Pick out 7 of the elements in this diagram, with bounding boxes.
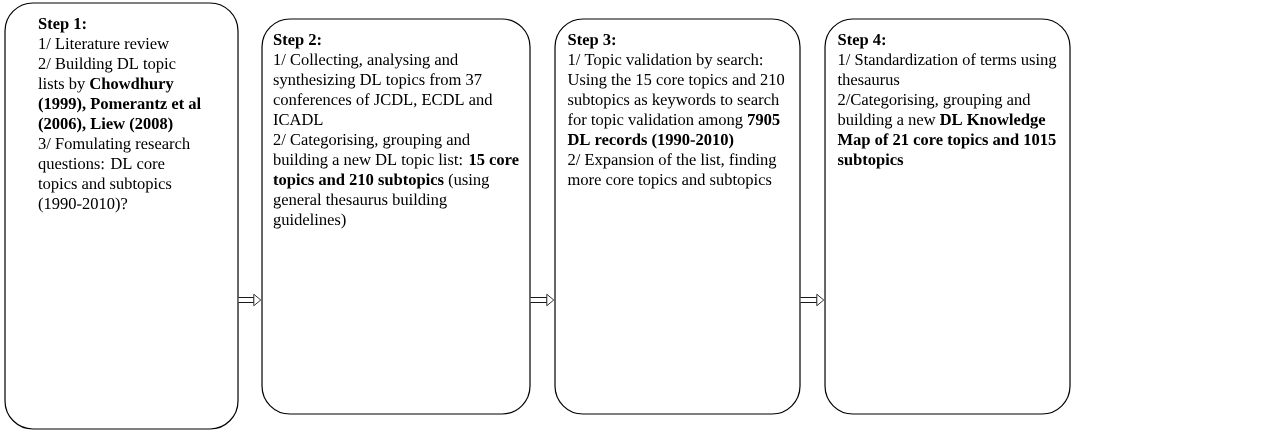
arrow bbox=[238, 293, 262, 307]
step-box: Step 3: 1/ Topic validation by search: Using the 15 core topics and 210 subtopics as keywords to search for topic validation among 7905 DL records (1990-2010) 2/ Expansion of the list, finding more core topics and subtopics bbox=[554, 18, 801, 415]
arrow bbox=[530, 293, 555, 307]
arrow bbox=[800, 293, 825, 307]
step-box: Step 4: 1/ Standardization of terms using thesaurus 2/Categorising, grouping and building a new DL Knowledge Map of 21 core topics and 1015 subtopics bbox=[824, 18, 1071, 415]
step-box: Step 2: 1/ Collecting, analysing and synthesizing DL topics from 37 conferences of JCDL, ECDL and ICADL 2/ Categorising, grouping and building a new DL topic list: 15 core topics and 210 subtopics (using general thesaurus building guidelines) bbox=[261, 18, 531, 415]
step-box: Step 1: 1/ Literature review 2/ Building DL topic lists by Chowdhury (1999), Pomerantz et al (2006), Liew (2008) 3/ Fomulating research questions: DL core topics and subtopics (1990-2010)? bbox=[4, 2, 239, 430]
